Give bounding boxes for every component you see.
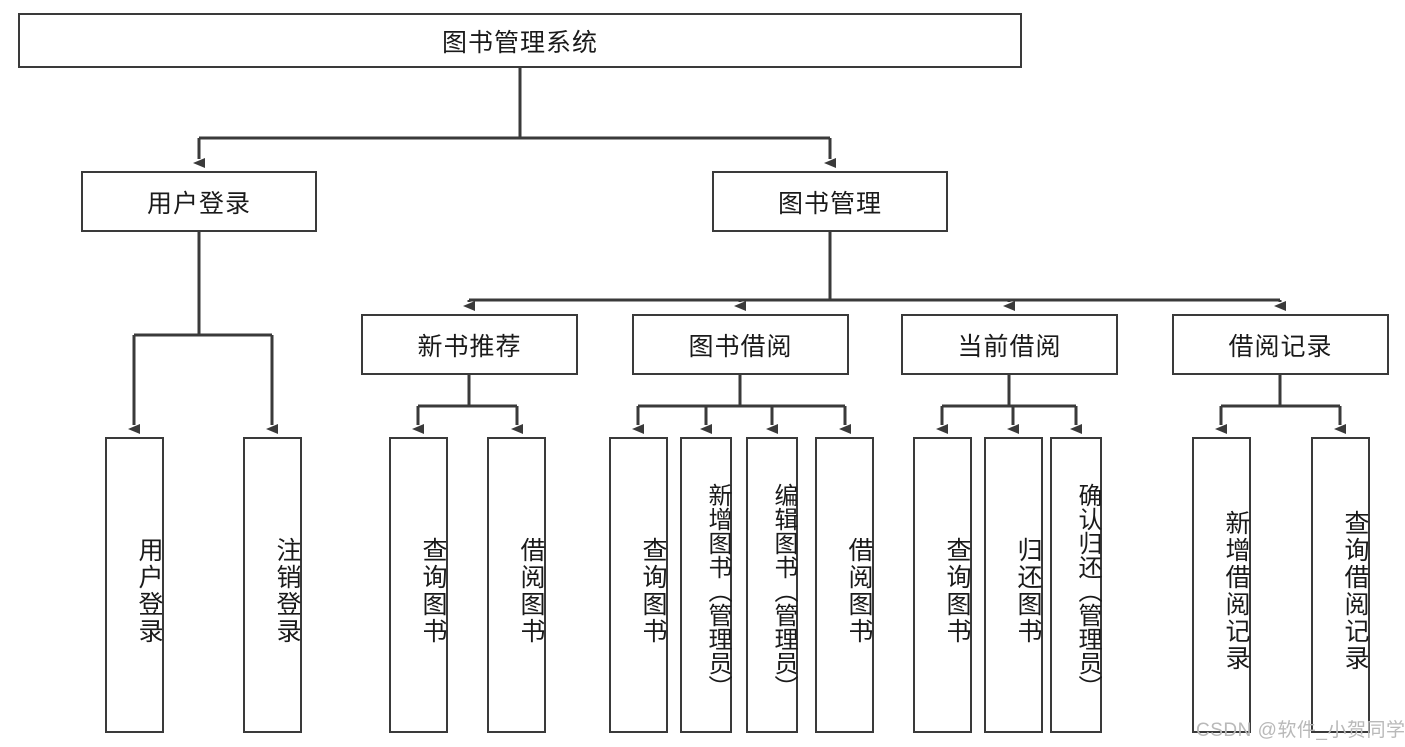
leaf-return-book[interactable]: 归还图书: [984, 437, 1043, 733]
leaf-confirm-return-label: 确认归还（管理员）: [1074, 483, 1101, 699]
leaf-query-book-3-label: 查询图书: [943, 537, 971, 645]
leaf-logout[interactable]: 注销登录: [243, 437, 302, 733]
leaf-query-book-2[interactable]: 查询图书: [609, 437, 668, 733]
leaf-query-record[interactable]: 查询借阅记录: [1311, 437, 1370, 733]
node-borrow-record-label: 借阅记录: [1228, 332, 1333, 361]
node-new-book-rec-label: 新书推荐: [417, 332, 522, 361]
leaf-add-book-label: 新增图书（管理员）: [704, 483, 731, 699]
leaf-user-login-label: 用户登录: [135, 537, 163, 645]
node-book-borrow-label: 图书借阅: [688, 332, 793, 361]
leaf-edit-book-label: 编辑图书（管理员）: [770, 483, 797, 699]
leaf-borrow-book-1-label: 借阅图书: [517, 537, 545, 645]
node-book-manage-label: 图书管理: [777, 189, 882, 218]
leaf-add-record[interactable]: 新增借阅记录: [1192, 437, 1251, 733]
leaf-query-record-label: 查询借阅记录: [1341, 510, 1369, 672]
leaf-borrow-book-2-label: 借阅图书: [845, 537, 873, 645]
node-new-book-rec[interactable]: 新书推荐: [361, 314, 578, 375]
node-user-login-label: 用户登录: [146, 189, 251, 218]
csdn-watermark: CSDN @软件_小贺同学: [1196, 720, 1405, 741]
leaf-edit-book[interactable]: 编辑图书（管理员）: [746, 437, 798, 733]
node-root[interactable]: 图书管理系统: [18, 13, 1022, 68]
leaf-add-book[interactable]: 新增图书（管理员）: [680, 437, 732, 733]
leaf-borrow-book-2[interactable]: 借阅图书: [815, 437, 874, 733]
leaf-add-record-label: 新增借阅记录: [1222, 510, 1250, 672]
node-user-login[interactable]: 用户登录: [81, 171, 317, 232]
leaf-user-login[interactable]: 用户登录: [105, 437, 164, 733]
node-root-label: 图书管理系统: [441, 28, 598, 57]
node-book-manage[interactable]: 图书管理: [712, 171, 948, 232]
leaf-query-book-3[interactable]: 查询图书: [913, 437, 972, 733]
leaf-query-book-1[interactable]: 查询图书: [389, 437, 448, 733]
leaf-query-book-2-label: 查询图书: [639, 537, 667, 645]
node-borrow-record[interactable]: 借阅记录: [1172, 314, 1389, 375]
leaf-confirm-return[interactable]: 确认归还（管理员）: [1050, 437, 1102, 733]
leaf-query-book-1-label: 查询图书: [419, 537, 447, 645]
leaf-logout-label: 注销登录: [273, 537, 301, 645]
leaf-borrow-book-1[interactable]: 借阅图书: [487, 437, 546, 733]
node-current-borrow[interactable]: 当前借阅: [901, 314, 1118, 375]
node-book-borrow[interactable]: 图书借阅: [632, 314, 849, 375]
node-current-borrow-label: 当前借阅: [957, 332, 1062, 361]
leaf-return-book-label: 归还图书: [1014, 537, 1042, 645]
